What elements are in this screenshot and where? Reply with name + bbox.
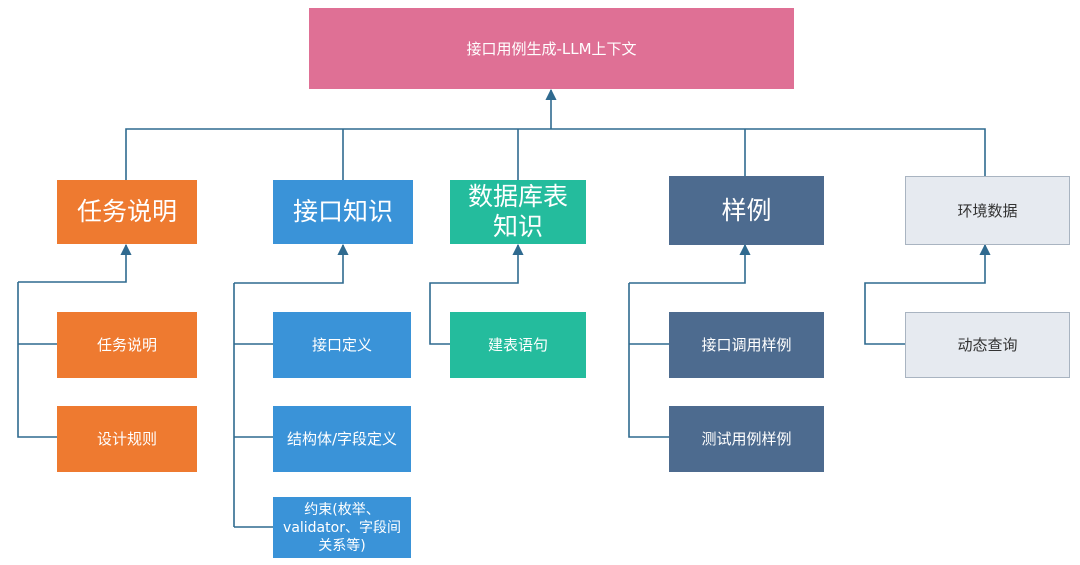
- category-label: 接口知识: [292, 197, 393, 226]
- group-5-tree: [864, 243, 991, 345]
- group-3-tree: [429, 243, 524, 345]
- item-interface-definition: 接口定义: [273, 312, 411, 378]
- item-constraints: 约束(枚举、validator、字段间关系等): [273, 497, 411, 558]
- category-task-description: 任务说明: [57, 180, 197, 244]
- item-label: 任务说明: [96, 335, 157, 354]
- group-2-tree: [233, 245, 343, 528]
- category-label: 环境数据: [957, 201, 1018, 220]
- category-samples: 样例: [669, 176, 824, 245]
- category-database-table-knowledge: 数据库表知识: [450, 180, 586, 244]
- item-design-rules: 设计规则: [57, 406, 197, 472]
- item-struct-field-definition: 结构体/字段定义: [273, 406, 411, 472]
- bus-line: [125, 128, 986, 180]
- root-node: 接口用例生成-LLM上下文: [309, 8, 794, 89]
- item-label: 设计规则: [96, 429, 157, 448]
- item-label: 测试用例样例: [701, 429, 792, 448]
- item-label: 接口调用样例: [701, 335, 792, 354]
- item-label: 接口定义: [311, 335, 372, 354]
- item-label: 约束(枚举、validator、字段间关系等): [283, 501, 401, 554]
- item-label: 动态查询: [957, 335, 1018, 354]
- item-task-description: 任务说明: [57, 312, 197, 378]
- item-dynamic-query: 动态查询: [905, 312, 1070, 378]
- group-1-tree: [17, 245, 126, 438]
- item-create-table-statement: 建表语句: [450, 312, 586, 378]
- item-test-case-sample: 测试用例样例: [669, 406, 824, 472]
- item-interface-call-sample: 接口调用样例: [669, 312, 824, 378]
- category-interface-knowledge: 接口知识: [273, 180, 413, 244]
- group-4-tree: [628, 245, 745, 438]
- root-title: 接口用例生成-LLM上下文: [466, 40, 637, 58]
- category-label: 任务说明: [76, 197, 177, 226]
- item-label: 建表语句: [487, 335, 548, 354]
- category-environment-data: 环境数据: [905, 176, 1070, 245]
- item-label: 结构体/字段定义: [286, 429, 398, 448]
- category-label: 样例: [721, 195, 772, 225]
- category-label: 数据库表知识: [467, 182, 568, 241]
